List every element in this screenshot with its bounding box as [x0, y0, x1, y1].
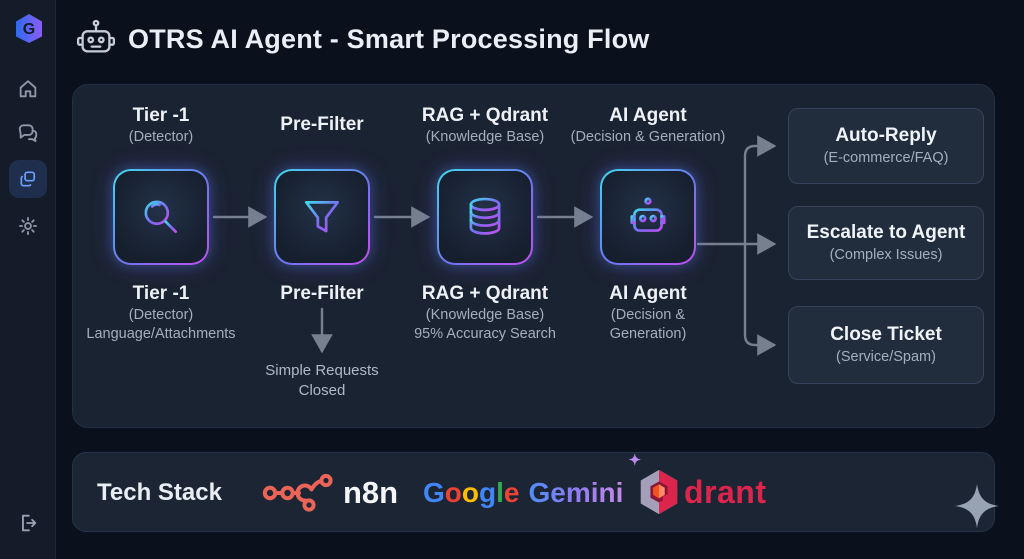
search-icon — [144, 200, 177, 233]
workflow-cards-icon — [20, 171, 36, 187]
stage-caption: Pre-Filter — [280, 283, 364, 304]
stage-label-top: Tier -1 (Detector) — [128, 105, 194, 145]
stage-caption: RAG + Qdrant (Knowledge Base) 95% Accura… — [414, 283, 556, 343]
qdrant-wordmark: drant — [684, 473, 767, 510]
stage-label-top: AI Agent (Decision & Generation) — [570, 105, 726, 145]
outcome-auto-reply: Auto-Reply (E-commerce/FAQ) — [788, 108, 984, 184]
qdrant-logo: drant — [638, 468, 767, 516]
n8n-wordmark: n8n — [343, 475, 399, 510]
robot-icon — [630, 197, 666, 232]
qdrant-icon — [640, 470, 678, 514]
outcome-close-ticket: Close Ticket (Service/Spam) — [788, 306, 984, 384]
sidebar-item-chat[interactable] — [17, 123, 39, 145]
google-wordmark: Google — [423, 477, 520, 508]
stage-label-top: RAG + Qdrant (Knowledge Base) — [421, 105, 549, 145]
tech-stack-bar: Tech Stack n8n Google Gemini ✦ — [72, 452, 995, 532]
flow-node-rag — [437, 169, 533, 265]
stage-label-top: Pre-Filter — [280, 114, 364, 135]
logout-icon[interactable] — [17, 512, 39, 534]
filter-icon — [304, 201, 340, 233]
flow-node-ai-agent — [600, 169, 696, 265]
flow-panel: Tier -1 (Detector) Pre-Filter RAG + Qdra… — [72, 84, 995, 428]
sparkle-assistant-icon[interactable] — [953, 482, 1001, 530]
sidebar-item-home[interactable] — [17, 78, 39, 100]
n8n-icon — [262, 473, 333, 512]
gemini-sparkle-icon: ✦ — [628, 452, 642, 469]
database-icon — [469, 197, 501, 235]
flow-node-detector — [113, 169, 209, 265]
google-gemini-logo: Google Gemini ✦ — [423, 452, 642, 509]
robot-header-icon — [76, 19, 116, 53]
drop-note: Simple Requests Closed — [265, 362, 379, 400]
outcome-escalate: Escalate to Agent (Complex Issues) — [788, 206, 984, 280]
app-logo-icon: G — [16, 14, 42, 43]
sidebar: G — [0, 0, 56, 559]
sidebar-item-settings[interactable] — [17, 215, 39, 237]
flow-node-prefilter — [274, 169, 370, 265]
n8n-logo: n8n — [261, 471, 398, 515]
gemini-wordmark: Gemini ✦ — [528, 452, 642, 508]
svg-text:G: G — [23, 21, 35, 38]
tech-stack-label: Tech Stack — [97, 479, 222, 506]
page-title: OTRS AI Agent - Smart Processing Flow — [128, 24, 650, 54]
stage-caption: AI Agent (Decision & Generation) — [609, 283, 687, 343]
stage-caption: Tier -1 (Detector) Language/Attachments — [86, 283, 236, 343]
sidebar-item-workflows[interactable] — [9, 160, 47, 198]
